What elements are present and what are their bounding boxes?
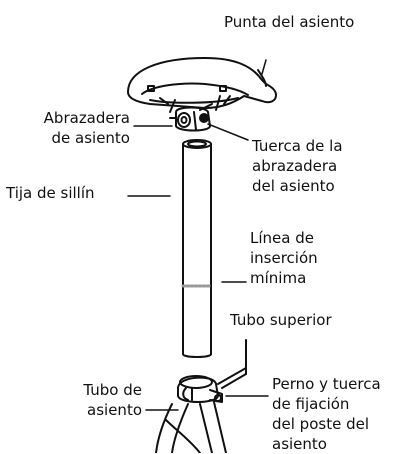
label-top-tube: Tubo superior (230, 311, 332, 329)
saddle (127, 57, 277, 113)
leader-seat-clamp-nut (207, 123, 249, 141)
label-seat-post-bolt-nut: Perno y tuerca de fijación del poste del… (272, 375, 381, 453)
label-seat-clamp-nut: Tuerca de la abrazadera del asiento (252, 137, 343, 195)
seat-clamp (169, 103, 213, 132)
label-seat-tip: Punta del asiento (224, 13, 355, 31)
seat-post (181, 139, 213, 358)
leader-lines (127, 59, 269, 411)
frame-seat-tube (155, 339, 247, 453)
label-seat-clamp: Abrazadera de asiento (43, 109, 130, 147)
label-min-insertion-line: Línea de inserción mínima (250, 229, 318, 287)
leader-seat-tip (261, 59, 267, 75)
label-seat-tube: Tubo de asiento (83, 381, 142, 419)
label-seat-post: Tija de sillín (6, 184, 95, 202)
